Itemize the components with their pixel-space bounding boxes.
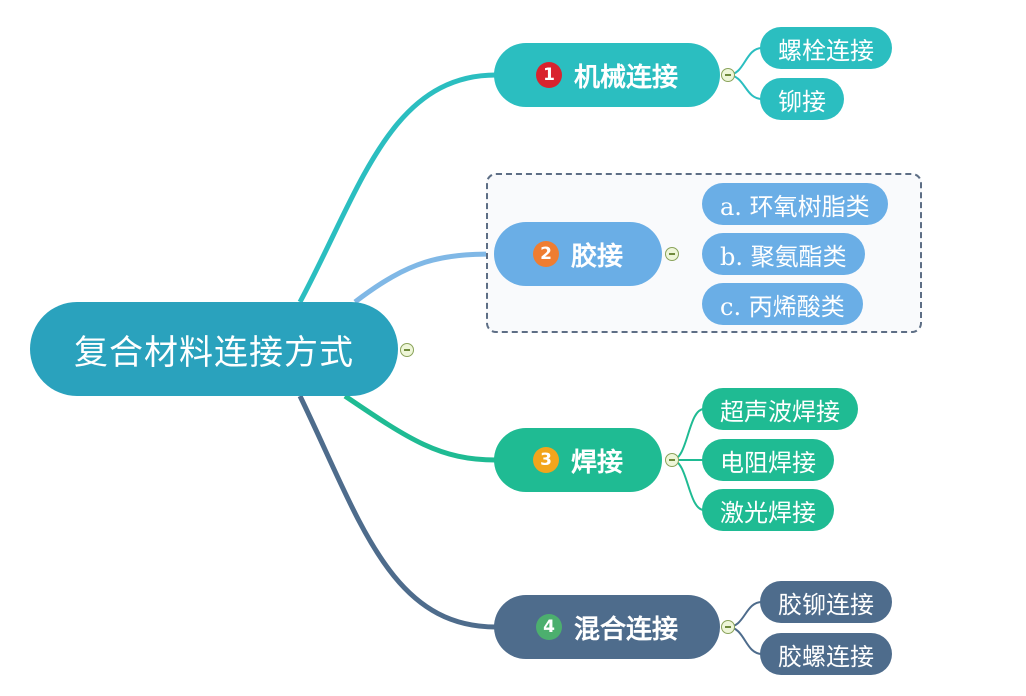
root-topic-label: 复合材料连接方式 <box>74 332 354 373</box>
leaf-label: c. 丙烯酸类 <box>720 292 845 321</box>
connector-branch-3-leaf-3 <box>671 459 705 511</box>
branch-1-collapse-icon[interactable] <box>721 68 735 82</box>
leaf-topic-4-1[interactable]: 胶铆连接 <box>760 581 892 623</box>
branch-topic-4[interactable]: 4 混合连接 <box>494 595 720 659</box>
leaf-label: 电阻焊接 <box>720 448 816 477</box>
leaf-topic-3-3[interactable]: 激光焊接 <box>702 489 834 531</box>
leaf-label: b. 聚氨酯类 <box>720 242 847 271</box>
connector-branch-3-leaf-1 <box>671 408 705 461</box>
leaf-label: 铆接 <box>778 87 826 116</box>
branch-topic-2[interactable]: 2 胶接 <box>494 222 662 286</box>
branch-label-1: 机械连接 <box>573 62 678 93</box>
leaf-label: 胶铆连接 <box>778 590 874 619</box>
number-badge-2-icon: 2 <box>532 241 559 267</box>
branch-topic-3[interactable]: 3 焊接 <box>494 428 662 492</box>
connector-root-branch-3 <box>343 393 497 463</box>
branch-label-4: 混合连接 <box>573 614 678 645</box>
leaf-topic-1-2[interactable]: 铆接 <box>760 78 844 120</box>
leaf-topic-2-2[interactable]: b. 聚氨酯类 <box>702 233 865 275</box>
connector-root-branch-2 <box>353 251 497 304</box>
leaf-topic-3-1[interactable]: 超声波焊接 <box>702 388 858 430</box>
branch-topic-1[interactable]: 1 机械连接 <box>494 43 720 107</box>
leaf-label: a. 环氧树脂类 <box>720 192 870 221</box>
number-badge-1-icon: 1 <box>535 62 562 88</box>
branch-2-collapse-icon[interactable] <box>665 247 679 261</box>
leaf-label: 胶螺连接 <box>778 642 874 671</box>
leaf-label: 超声波焊接 <box>720 397 840 426</box>
leaf-topic-3-2[interactable]: 电阻焊接 <box>702 439 834 481</box>
leaf-label: 激光焊接 <box>720 498 816 527</box>
number-badge-4-icon: 4 <box>535 614 562 640</box>
leaf-label: 螺栓连接 <box>778 36 874 65</box>
leaf-topic-2-1[interactable]: a. 环氧树脂类 <box>702 183 888 225</box>
leaf-topic-4-2[interactable]: 胶螺连接 <box>760 633 892 675</box>
leaf-topic-1-1[interactable]: 螺栓连接 <box>760 27 892 69</box>
number-badge-3-icon: 3 <box>532 447 559 473</box>
branch-label-2: 胶接 <box>570 241 623 272</box>
branch-3-collapse-icon[interactable] <box>665 453 679 467</box>
connector-root-branch-4 <box>297 394 497 630</box>
connector-root-branch-1 <box>297 72 497 304</box>
root-topic[interactable]: 复合材料连接方式 <box>30 302 398 396</box>
branch-4-collapse-icon[interactable] <box>721 620 735 634</box>
root-collapse-icon[interactable] <box>400 343 414 357</box>
leaf-topic-2-3[interactable]: c. 丙烯酸类 <box>702 283 863 325</box>
branch-label-3: 焊接 <box>570 447 623 478</box>
